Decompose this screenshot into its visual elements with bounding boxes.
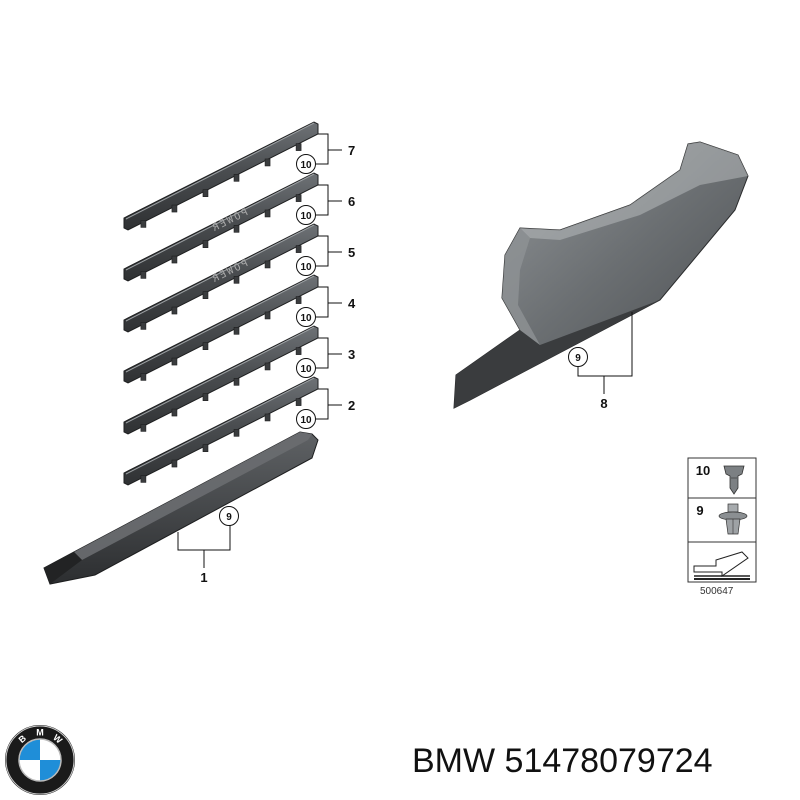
- sill-strip-7: 10 7: [123, 121, 355, 231]
- callout-circle-label: 9: [226, 512, 232, 523]
- callout-number-4: 4: [348, 296, 356, 311]
- legend-label-9: 9: [696, 503, 703, 518]
- callout-number-5: 5: [348, 245, 355, 260]
- callout-circle-10: [296, 256, 316, 276]
- callout-circle-9-right: [568, 347, 588, 367]
- callout-circle-10: [296, 307, 316, 327]
- sill-strip-4: 10 4: [123, 274, 356, 384]
- callout-circle-9-left: [219, 506, 239, 526]
- caption-part-number: 51478079724: [504, 742, 713, 780]
- direction-arrow-icon: [693, 551, 750, 580]
- logo-letter: M: [36, 728, 44, 738]
- callout-number-8: 8: [600, 396, 607, 411]
- cover-left-part: [43, 431, 319, 585]
- sill-strip-2: 10 2: [123, 376, 355, 486]
- callout-number-2: 2: [348, 398, 355, 413]
- callout-number-6: 6: [348, 194, 355, 209]
- caption-brand: BMW: [412, 742, 496, 780]
- callout-number-3: 3: [348, 347, 355, 362]
- part-caption: BMW 51478079724: [412, 742, 713, 781]
- callout-circle-10: [296, 154, 316, 174]
- logo-letter: B: [17, 733, 29, 745]
- callout-1: 9 1: [177, 506, 239, 585]
- callout-number-7: 7: [348, 143, 355, 158]
- callout-8: 9 8: [568, 312, 633, 411]
- callout-circle-10: [296, 358, 316, 378]
- callout-circle-label: 10: [300, 313, 312, 324]
- cover-right-part: [453, 141, 749, 409]
- callout-circle-label: 10: [300, 262, 312, 273]
- callout-circle-label: 9: [575, 353, 581, 364]
- callout-number-1: 1: [200, 570, 207, 585]
- callout-circle-10: [296, 205, 316, 225]
- callout-circle-label: 10: [300, 160, 312, 171]
- clip-icon: [723, 465, 745, 495]
- sill-strip-3: 10 3: [123, 325, 355, 435]
- fastener-legend: 10 9 500647: [687, 457, 757, 597]
- expansion-rivet-icon: [718, 503, 748, 535]
- reference-code: 500647: [700, 586, 734, 597]
- callout-circle-label: 10: [300, 415, 312, 426]
- legend-label-10: 10: [696, 463, 710, 478]
- callout-circle-label: 10: [300, 211, 312, 222]
- callout-circle-10: [296, 409, 316, 429]
- callout-circle-label: 10: [300, 364, 312, 375]
